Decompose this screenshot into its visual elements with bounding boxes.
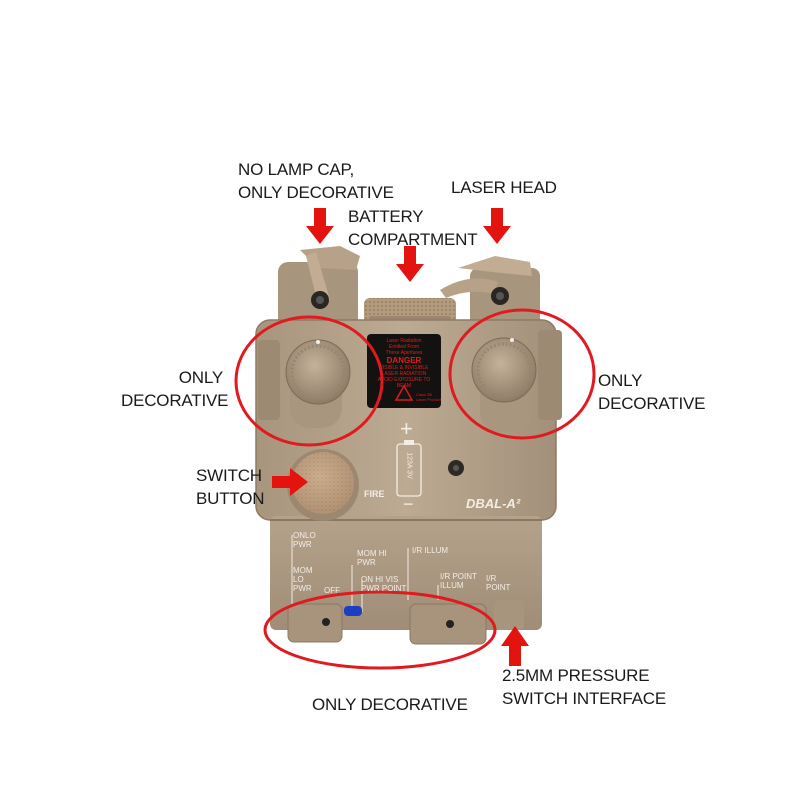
mode-on-hi-vis: ON HI VIS PWR POINT [361,575,407,593]
battery-indicator [396,440,422,497]
right-knob-highlight-circle [448,308,596,440]
left-knob [285,339,351,428]
lamp-cap-left [278,246,360,332]
bottom-switch-left [287,603,362,643]
warning-label-text: Laser Radiation Emitted From These Apert… [377,338,431,389]
laser-warning-label [367,334,441,408]
left-knob-label: ONLY DECORATIVE [121,368,229,410]
bottom-switch-highlight-circle [263,590,497,670]
battery-plus-sign: + [400,416,413,441]
right-knob [471,337,537,432]
switch-button-label: SWITCH BUTTON [196,466,265,508]
bottom-switch-right [409,603,487,645]
bottom-decorative-label: ONLY DECORATIVE [312,695,468,714]
mode-onlo-pwr: ONLO PWR [293,531,316,549]
pressure-switch-port [494,600,524,630]
mode-off: OFF [324,586,340,595]
battery-arrow [396,246,424,282]
fire-label: FIRE [364,489,385,499]
lamp-cap-arrow [306,208,334,244]
left-knob-highlight-circle [234,315,384,447]
pressure-switch-label: 2.5MM PRESSURE SWITCH INTERFACE [502,666,666,708]
device-lower-body [270,516,542,630]
mode-ir-point: I/R POINT [486,574,511,592]
laser-head-right [440,256,540,328]
switch-button-arrow [272,468,308,496]
battery-compartment-label: BATTERY COMPARTMENT [348,207,478,249]
mode-ir-point-illum: I/R POINT ILLUM [440,572,477,590]
right-knob-label: ONLY DECORATIVE [598,371,706,413]
mode-ir-illum: I/R ILLUM [412,546,449,555]
pressure-switch-arrow [501,626,529,666]
mode-mom-lo-pwr: MOM LO PWR [293,566,313,593]
warning-label-class-text: Class 3B Laser Product [416,392,441,402]
model-label: DBAL-A² [466,496,521,511]
mode-mom-hi-pwr: MOM HI PWR [357,549,387,567]
battery-spec-text: 123A 3V [405,452,413,479]
laser-head-arrow [483,208,511,244]
battery-minus-sign: − [403,494,414,514]
switch-button [287,449,359,521]
lamp-cap-label: NO LAMP CAP, ONLY DECORATIVE [238,160,394,202]
laser-head-label: LASER HEAD [451,178,557,197]
